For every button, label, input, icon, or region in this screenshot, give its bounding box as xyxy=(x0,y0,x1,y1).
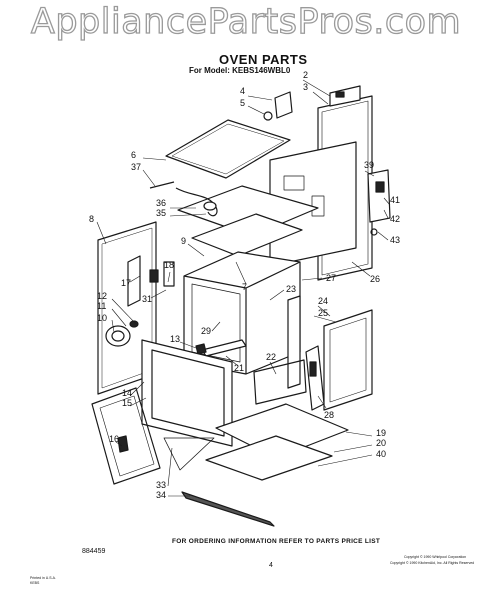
watermark-logo: AppliancePartsPros.com xyxy=(30,1,462,42)
diagram-title: OVEN PARTS xyxy=(219,52,308,67)
part-callout-42: 42 xyxy=(390,214,400,224)
light-lens xyxy=(105,325,131,347)
copyright-line-1: Copyright © 1990 Whirlpool Corporation xyxy=(404,555,467,559)
top-cover xyxy=(165,119,291,179)
part-callout-41: 41 xyxy=(390,195,400,205)
bake-element xyxy=(201,339,247,357)
part-callout-28: 28 xyxy=(324,410,334,420)
top-bracket xyxy=(274,91,293,119)
part-callout-14: 14 xyxy=(122,388,132,398)
part-callout-18: 18 xyxy=(164,260,174,270)
figure-reference: 884459 xyxy=(82,548,106,555)
part-callout-22: 22 xyxy=(266,352,276,362)
part-callout-34: 34 xyxy=(156,490,166,500)
part-callout-31: 31 xyxy=(142,294,152,304)
door-switch xyxy=(163,261,175,287)
printed-line-1: Printed in U.S.A. xyxy=(30,576,56,580)
page-number: 4 xyxy=(269,562,273,569)
part-callout-8: 8 xyxy=(89,214,94,224)
part-callout-43: 43 xyxy=(390,235,400,245)
part-callout-29: 29 xyxy=(201,326,211,336)
part-callout-2: 2 xyxy=(303,70,308,80)
broil-element xyxy=(253,359,307,405)
part-callout-21: 21 xyxy=(234,363,244,373)
part-callout-27: 27 xyxy=(326,273,336,283)
door-inner-panel xyxy=(323,309,373,411)
part-callout-36: 36 xyxy=(156,198,166,208)
bracket-bolt xyxy=(263,111,273,121)
drawer-pan xyxy=(205,435,333,481)
part-callout-7: 7 xyxy=(242,282,247,292)
part-callout-35: 35 xyxy=(156,208,166,218)
part-callout-20: 20 xyxy=(376,438,386,448)
part-callout-10: 10 xyxy=(97,313,107,323)
thermostat-switch xyxy=(367,169,391,223)
printed-note: Printed in U.S.A. KEBS xyxy=(30,576,56,585)
copyright-line-2: Copyright © 1990 KitchenAid, Inc. All Ri… xyxy=(390,561,475,565)
part-callout-11: 11 xyxy=(97,301,106,311)
part-callout-23: 23 xyxy=(286,284,296,294)
part-callout-33: 33 xyxy=(156,480,166,490)
printed-line-2: KEBS xyxy=(30,580,40,585)
part-callout-13: 13 xyxy=(170,334,180,344)
part-callout-40: 40 xyxy=(376,449,386,459)
door-hinge xyxy=(305,345,325,411)
part-callout-4: 4 xyxy=(240,86,245,96)
part-callout-3: 3 xyxy=(303,82,308,92)
front-frame xyxy=(141,339,233,447)
door-seal xyxy=(91,387,161,485)
part-callout-5: 5 xyxy=(240,98,245,108)
part-callout-15: 15 xyxy=(122,398,132,408)
ordering-note: FOR ORDERING INFORMATION REFER TO PARTS … xyxy=(172,538,381,545)
part-callout-25: 25 xyxy=(318,308,328,318)
part-callout-17: 17 xyxy=(121,278,131,288)
kick-plate xyxy=(181,491,275,527)
part-callout-37: 37 xyxy=(131,162,141,172)
part-callout-26: 26 xyxy=(370,274,380,284)
side-bracket xyxy=(287,295,301,389)
part-callout-16: 16 xyxy=(109,434,119,444)
part-callout-19: 19 xyxy=(376,428,386,438)
part-callout-39: 39 xyxy=(364,160,374,170)
part-callout-12: 12 xyxy=(97,291,107,301)
part-callout-24: 24 xyxy=(318,296,328,306)
diagram-subtitle: For Model: KEBS146WBL0 xyxy=(189,66,291,75)
part-callout-6: 6 xyxy=(131,150,136,160)
part-callout-9: 9 xyxy=(181,236,186,246)
